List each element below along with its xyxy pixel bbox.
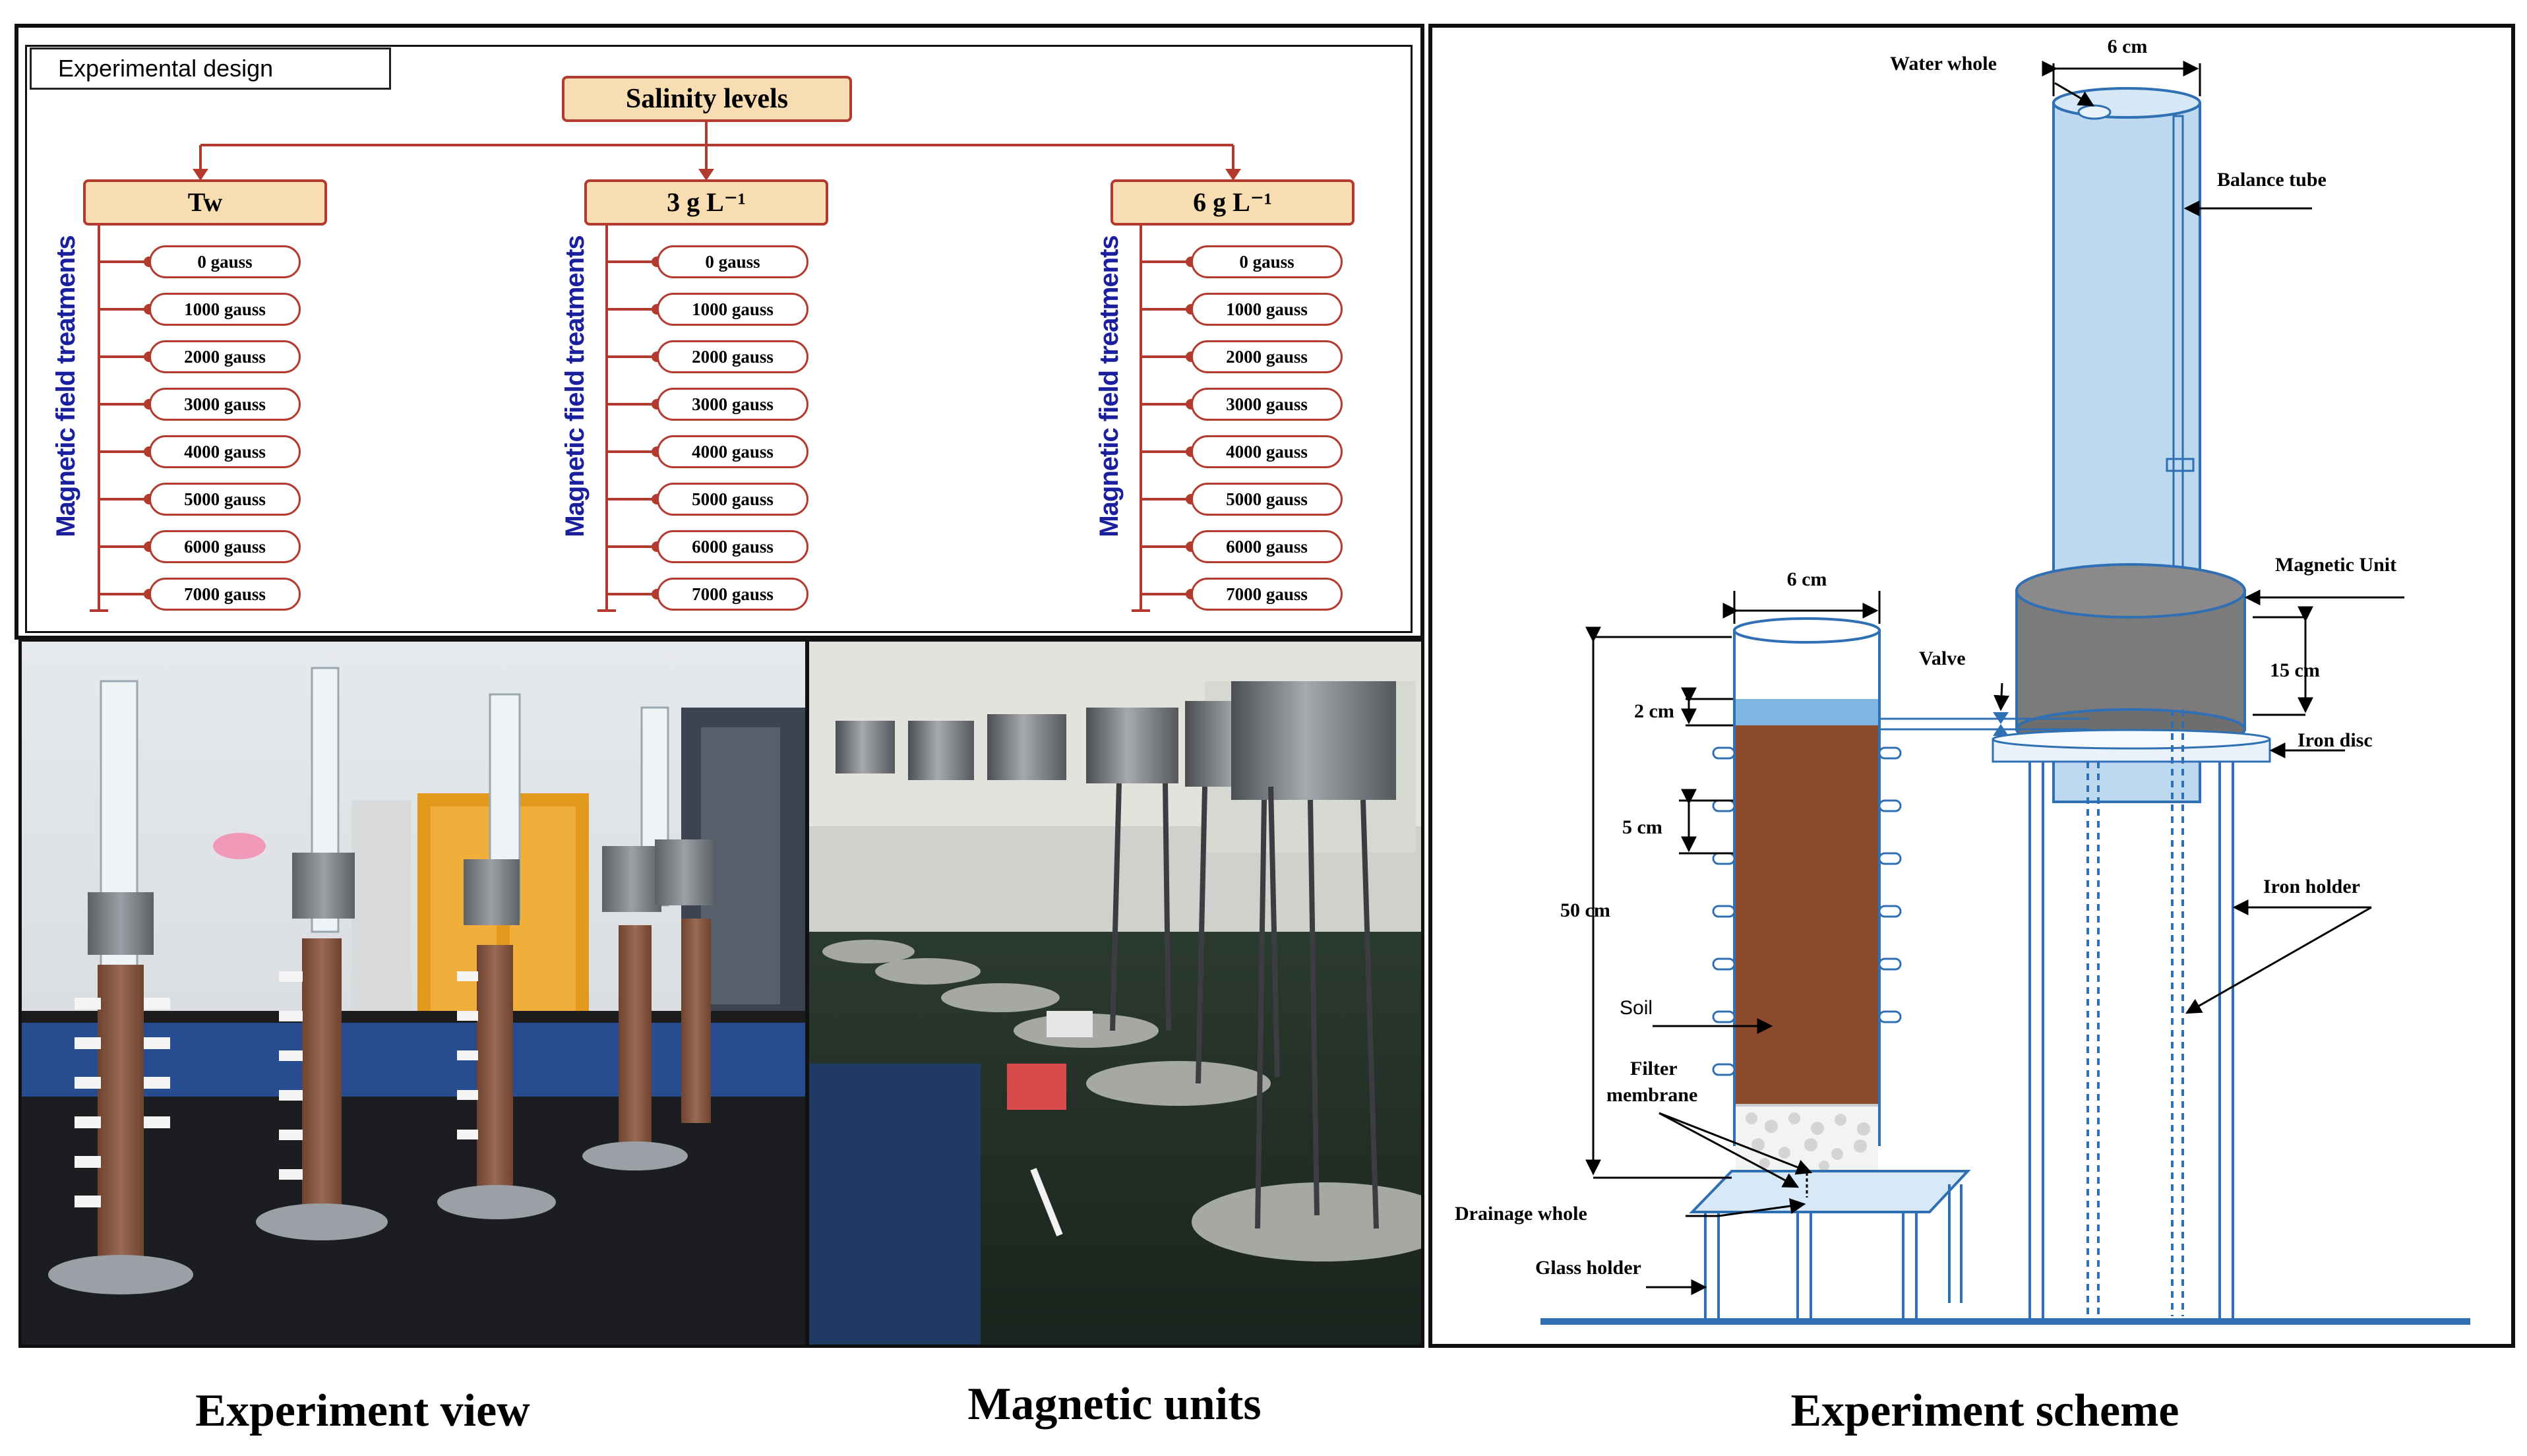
gauss-level-pill: 1000 gauss xyxy=(149,293,301,326)
balance-tube-label: Balance tube xyxy=(2217,169,2327,191)
gauss-level-pill: 2000 gauss xyxy=(657,340,808,373)
vertical-label-3g: Magnetic field treatments xyxy=(561,235,590,537)
dim-2cm-label: 2 cm xyxy=(1634,700,1674,722)
magnetic-unit xyxy=(2015,563,2246,750)
iron-disc xyxy=(1992,729,2271,763)
iron-holder-label: Iron holder xyxy=(2263,876,2360,897)
gauss-level-pill: 0 gauss xyxy=(149,245,301,278)
soil-column-pipe xyxy=(1878,717,1994,731)
branch-box-3g: 3 g L⁻¹ xyxy=(584,179,828,226)
dimension-lines xyxy=(1585,61,2313,1179)
branch-box-6g: 6 g L⁻¹ xyxy=(1111,179,1355,226)
magnet-stands-photo xyxy=(809,642,1421,1345)
gauss-level-pill: 2000 gauss xyxy=(1191,340,1343,373)
design-inner-frame xyxy=(25,45,1413,633)
dim-50cm-label: 50 cm xyxy=(1560,899,1610,921)
gauss-level-pill: 1000 gauss xyxy=(1191,293,1343,326)
top-tube-width-label: 6 cm xyxy=(2108,36,2148,57)
soil-label: Soil xyxy=(1620,997,1653,1019)
design-box-title: Experimental design xyxy=(30,47,391,90)
glass-holder-label: Glass holder xyxy=(1535,1257,1641,1279)
soil-column xyxy=(1733,617,1881,1171)
gauss-level-pill: 3000 gauss xyxy=(1191,388,1343,421)
valve-label: Valve xyxy=(1919,648,1966,669)
branch-box-tw: Tw xyxy=(83,179,327,226)
lab-columns-photo xyxy=(22,642,805,1345)
dim-15cm-label: 15 cm xyxy=(2270,659,2320,681)
soil-column-width-label: 6 cm xyxy=(1787,568,1827,590)
experiment-scheme-diagram: 6 cm Water whole Balance tube Magnetic U… xyxy=(1455,36,2470,1325)
gauss-level-pill: 5000 gauss xyxy=(149,483,301,516)
experiment-scheme-panel xyxy=(1428,24,2515,1348)
caption-experiment-view: Experiment view xyxy=(195,1385,530,1436)
iron-holder xyxy=(2028,710,2234,1321)
gauss-level-pill: 6000 gauss xyxy=(1191,530,1343,563)
gauss-level-pill: 5000 gauss xyxy=(1191,483,1343,516)
filter-label-line1: Filter xyxy=(1630,1058,1678,1079)
gauss-level-pill: 7000 gauss xyxy=(149,578,301,611)
gauss-level-pill: 7000 gauss xyxy=(1191,578,1343,611)
experimental-design-panel xyxy=(15,24,1424,640)
gauss-level-pill: 2000 gauss xyxy=(149,340,301,373)
drainage-whole-label: Drainage whole xyxy=(1455,1203,1587,1225)
water-whole-label: Water whole xyxy=(1890,53,1997,75)
caption-experiment-scheme: Experiment scheme xyxy=(1790,1385,2179,1436)
gauss-level-pill: 6000 gauss xyxy=(657,530,808,563)
caption-magnetic-units: Magnetic units xyxy=(967,1379,1262,1430)
magnetic-unit-label: Magnetic Unit xyxy=(2275,554,2396,576)
dim-5cm-label: 5 cm xyxy=(1622,816,1662,838)
gauss-level-pill: 5000 gauss xyxy=(657,483,808,516)
gauss-level-pill: 7000 gauss xyxy=(657,578,808,611)
gauss-level-pill: 6000 gauss xyxy=(149,530,301,563)
gauss-level-pill: 3000 gauss xyxy=(657,388,808,421)
salinity-levels-box: Salinity levels xyxy=(562,76,852,122)
sampling-ports xyxy=(1712,746,1902,1076)
gauss-level-pill: 4000 gauss xyxy=(149,435,301,468)
glass-holder xyxy=(1689,1170,1971,1321)
gauss-level-pill: 4000 gauss xyxy=(657,435,808,468)
magnetic-units-photo xyxy=(806,638,1424,1348)
gauss-level-pill: 3000 gauss xyxy=(149,388,301,421)
gauss-level-pill: 1000 gauss xyxy=(657,293,808,326)
experiment-view-photo xyxy=(18,638,808,1348)
gauss-level-pill: 4000 gauss xyxy=(1191,435,1343,468)
vertical-label-tw: Magnetic field treatments xyxy=(51,235,80,537)
vertical-label-6g: Magnetic field treatments xyxy=(1095,235,1124,537)
gauss-level-pill: 0 gauss xyxy=(657,245,808,278)
filter-label-line2: membrane xyxy=(1606,1084,1697,1106)
valve-icon xyxy=(1993,712,2009,736)
iron-disc-label: Iron disc xyxy=(2298,729,2373,751)
gauss-level-pill: 0 gauss xyxy=(1191,245,1343,278)
